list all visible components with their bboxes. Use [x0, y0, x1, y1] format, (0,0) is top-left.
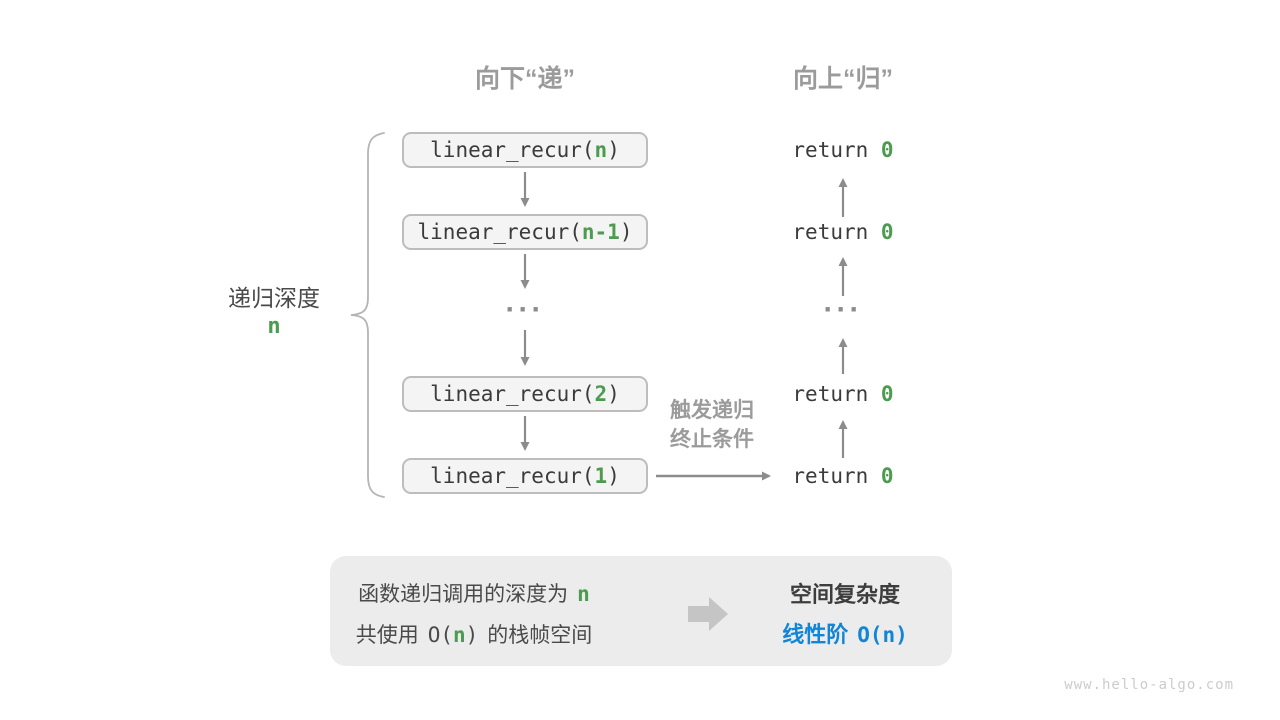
complexity-summary-box: [330, 556, 952, 666]
call-box-1: linear_recur(1): [402, 458, 648, 494]
call-box-2: linear_recur(2): [402, 376, 648, 412]
call-box-label: linear_recur(1): [430, 464, 620, 488]
return-row: return 0: [792, 220, 894, 244]
recursion-depth-brace: [350, 132, 385, 498]
recursion-depth-var: n: [267, 314, 281, 339]
termination-condition-label: 触发递归 终止条件: [670, 399, 754, 451]
return-row: return 0: [792, 464, 894, 488]
recursion-depth-label: 递归深度: [228, 285, 320, 311]
return-row: return 0: [792, 382, 894, 406]
call-box-n-1: linear_recur(n-1): [402, 214, 648, 250]
call-box-label: linear_recur(2): [430, 382, 620, 406]
ellipsis-return-column: ···: [823, 293, 863, 326]
header-return-up: 向上“归”: [792, 65, 894, 93]
watermark: www.hello-algo.com: [1064, 677, 1234, 693]
ellipsis-call-column: ···: [505, 293, 545, 326]
space-complexity-title: 空间复杂度: [789, 582, 901, 607]
call-box-n: linear_recur(n): [402, 132, 648, 168]
call-box-label: linear_recur(n-1): [417, 220, 633, 244]
header-recurse-down: 向下“递”: [474, 65, 576, 93]
call-box-label: linear_recur(n): [430, 138, 620, 162]
return-row: return 0: [792, 138, 894, 162]
